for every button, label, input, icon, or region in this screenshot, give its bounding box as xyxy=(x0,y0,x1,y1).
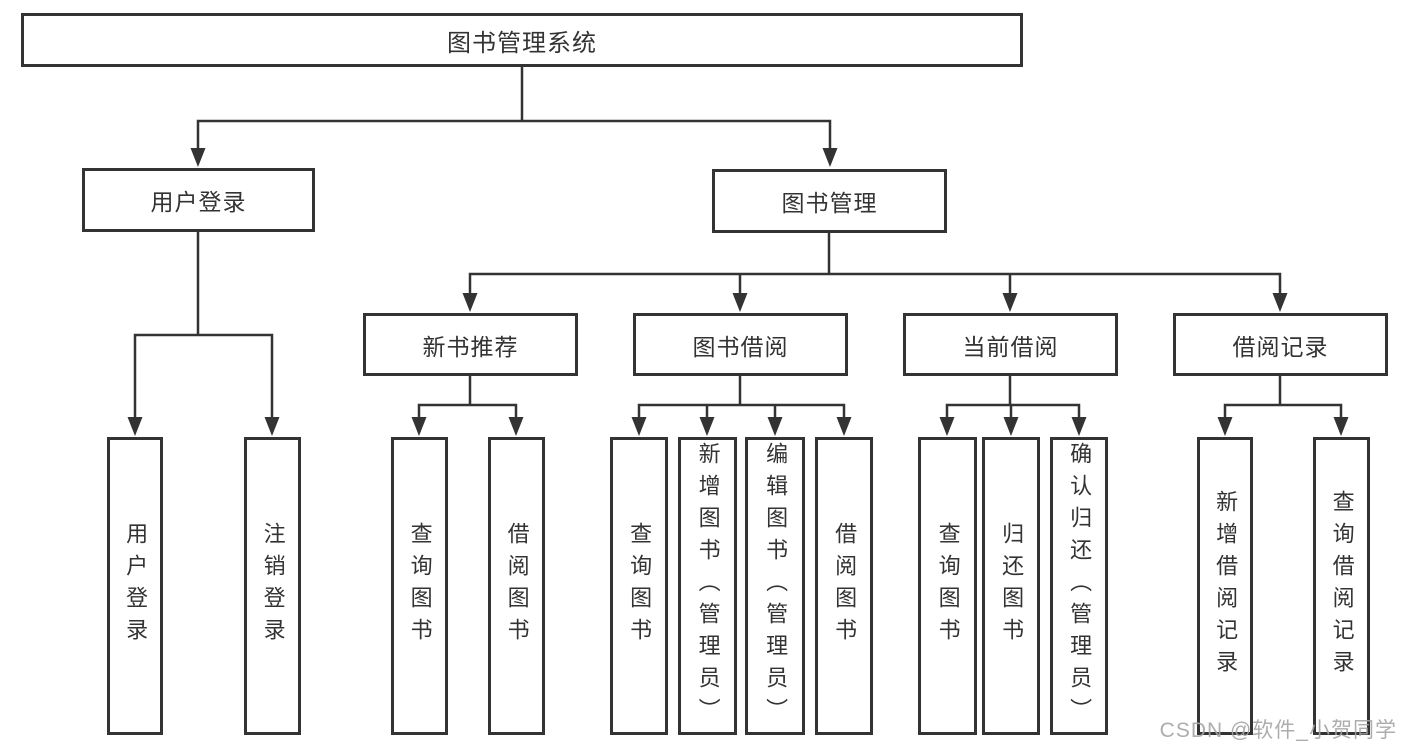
node-root-label: 图书管理系统 xyxy=(447,29,597,57)
connector-borrowrecords-branch xyxy=(1223,403,1343,420)
leaf-cb-return: 归还图书 xyxy=(982,437,1040,735)
arrow-icon xyxy=(411,417,427,436)
leaf-nb-query: 查询图书 xyxy=(391,437,448,735)
arrow-icon xyxy=(127,417,143,436)
node-root: 图书管理系统 xyxy=(21,13,1023,67)
arrow-icon xyxy=(836,417,852,436)
connector-bookmgmt-branch xyxy=(468,272,1282,296)
arrow-icon xyxy=(1002,293,1018,312)
node-book-borrow: 图书借阅 xyxy=(633,313,848,376)
leaf-bb-query: 查询图书 xyxy=(610,437,668,735)
leaf-bb-add: 新增图书（管理员） xyxy=(678,437,737,735)
arrow-icon xyxy=(264,417,280,436)
node-current-borrow-label: 当前借阅 xyxy=(962,333,1059,360)
arrow-icon xyxy=(1217,417,1233,436)
leaf-bb-edit: 编辑图书（管理员） xyxy=(745,437,805,735)
watermark: CSDN @软件_小贺同学 xyxy=(1159,719,1397,742)
connector-userlogin-branch xyxy=(133,333,274,420)
leaf-cb-return-label: 归还图书 xyxy=(999,522,1025,650)
arrow-icon xyxy=(732,293,748,312)
leaf-nb-borrow: 借阅图书 xyxy=(488,437,545,735)
leaf-cb-confirm-label: 确认归还（管理员） xyxy=(1067,442,1093,730)
arrow-icon xyxy=(462,293,478,312)
leaf-br-add-label: 新增借阅记录 xyxy=(1213,490,1239,682)
arrow-icon xyxy=(1272,293,1288,312)
leaf-bb-borrow-label: 借阅图书 xyxy=(832,522,858,650)
leaf-bb-borrow: 借阅图书 xyxy=(815,437,873,735)
node-borrow-records: 借阅记录 xyxy=(1173,313,1388,376)
node-borrow-records-label: 借阅记录 xyxy=(1232,333,1329,360)
arrow-icon xyxy=(508,417,524,436)
node-user-login-label: 用户登录 xyxy=(150,189,247,215)
leaf-br-add: 新增借阅记录 xyxy=(1197,437,1253,735)
node-book-mgmt-label: 图书管理 xyxy=(781,190,878,216)
arrow-icon xyxy=(190,148,206,167)
arrow-icon xyxy=(767,417,783,436)
arrow-icon xyxy=(1003,417,1019,436)
leaf-bb-add-label: 新增图书（管理员） xyxy=(695,442,721,730)
arrow-icon xyxy=(1071,417,1087,436)
leaf-cb-query-label: 查询图书 xyxy=(935,522,961,650)
leaf-login: 用户登录 xyxy=(107,437,163,735)
node-book-mgmt: 图书管理 xyxy=(712,169,947,233)
node-user-login: 用户登录 xyxy=(82,168,315,232)
leaf-nb-borrow-label: 借阅图书 xyxy=(504,522,530,650)
arrow-icon xyxy=(822,148,838,167)
leaf-cb-confirm: 确认归还（管理员） xyxy=(1050,437,1108,735)
leaf-login-label: 用户登录 xyxy=(123,522,149,650)
connector-bookborrow-branch xyxy=(637,403,846,420)
arrow-icon xyxy=(699,417,715,436)
leaf-nb-query-label: 查询图书 xyxy=(407,522,433,650)
node-current-borrow: 当前借阅 xyxy=(903,313,1118,376)
connector-currentborrow-branch xyxy=(945,403,1081,420)
leaf-logout-label: 注销登录 xyxy=(260,522,286,650)
leaf-br-query-label: 查询借阅记录 xyxy=(1329,490,1355,682)
node-new-books-label: 新书推荐 xyxy=(422,333,519,360)
arrow-icon xyxy=(631,417,647,436)
leaf-bb-edit-label: 编辑图书（管理员） xyxy=(763,442,789,730)
arrow-icon xyxy=(939,417,955,436)
node-new-books: 新书推荐 xyxy=(363,313,578,376)
arrowheads xyxy=(127,148,1349,436)
arrow-icon xyxy=(1333,417,1349,436)
leaf-br-query: 查询借阅记录 xyxy=(1313,437,1370,735)
leaf-bb-query-label: 查询图书 xyxy=(627,522,653,650)
leaf-logout: 注销登录 xyxy=(244,437,301,735)
connector-newbooks-branch xyxy=(417,403,518,420)
leaf-cb-query: 查询图书 xyxy=(918,437,977,735)
connector-root-branch xyxy=(196,119,832,150)
node-book-borrow-label: 图书借阅 xyxy=(692,333,789,360)
